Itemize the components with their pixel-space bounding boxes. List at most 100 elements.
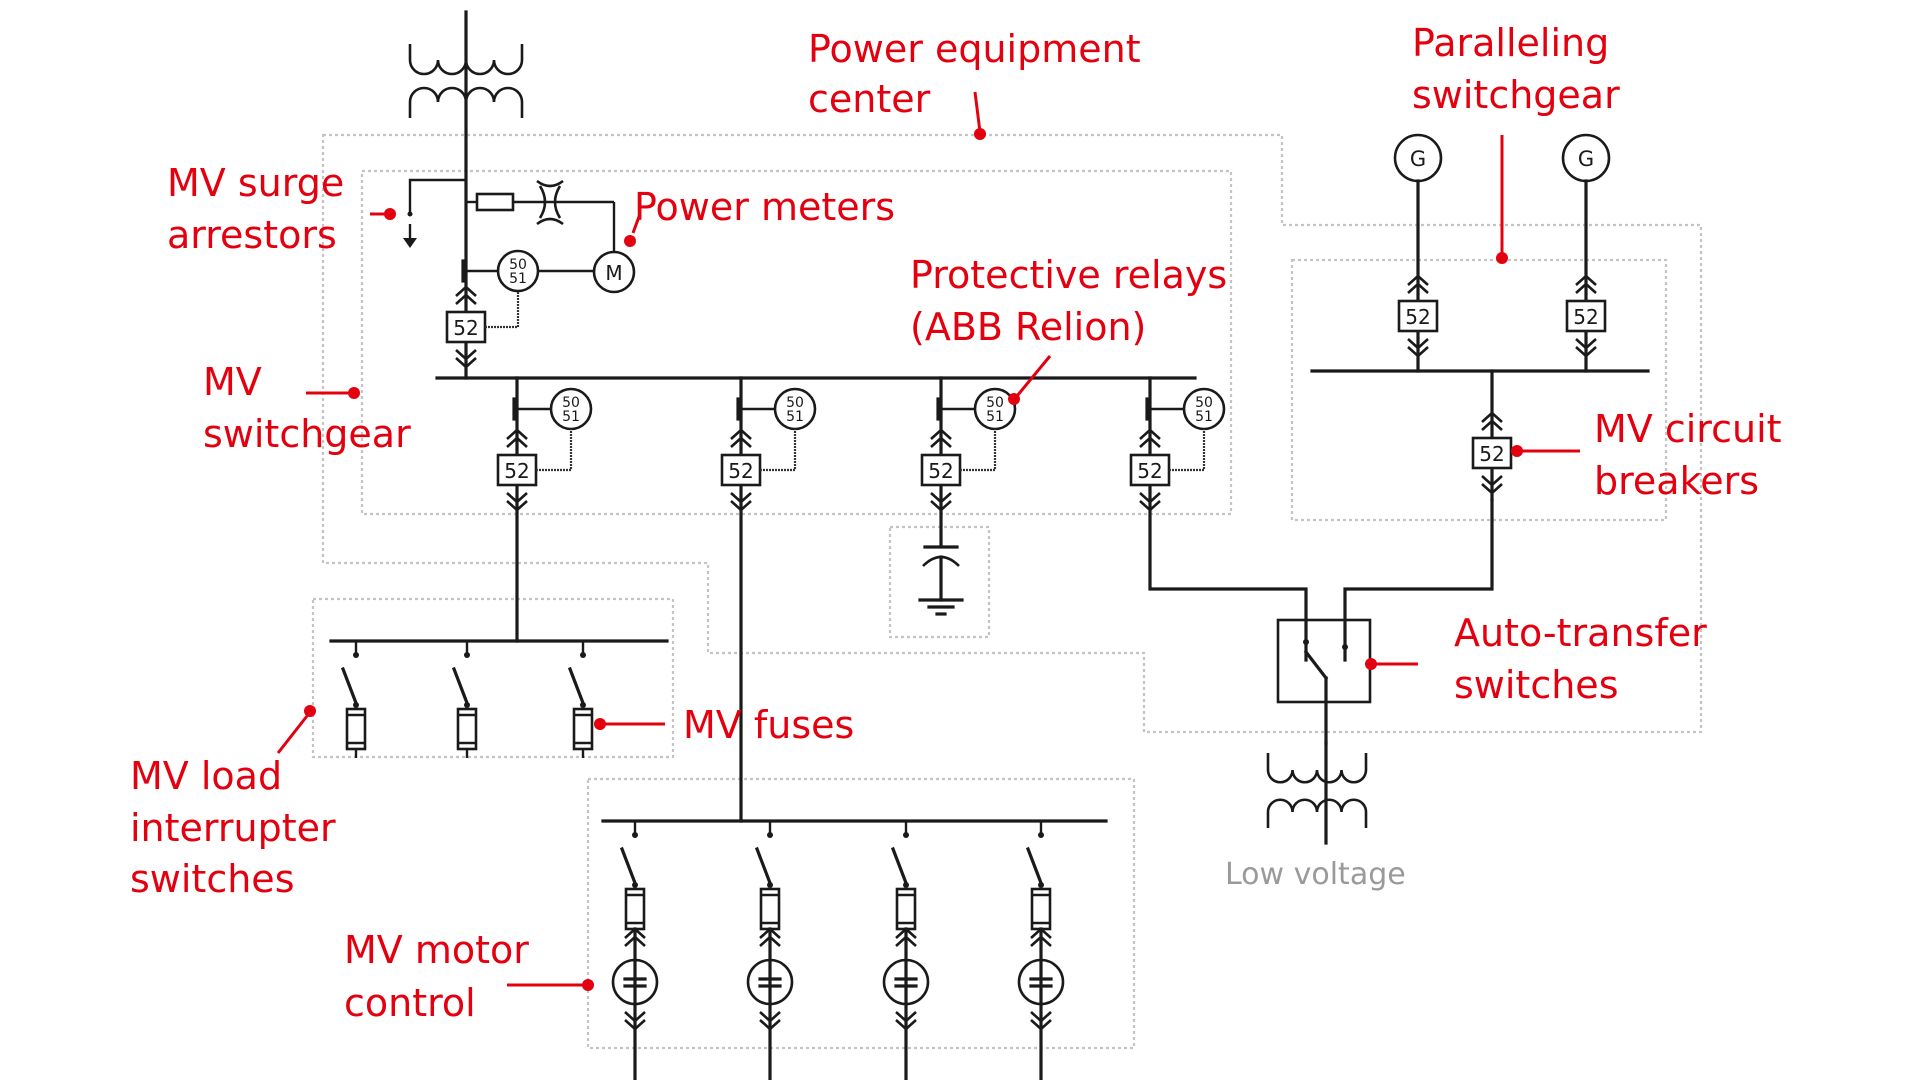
callout-leaders [276,91,1580,991]
motor-starter-3 [882,821,930,1080]
motor-starters [611,821,1065,1080]
switch-contact-icon [903,832,909,838]
equipment-boundaries [311,133,1703,1050]
breaker-code: 52 [1479,442,1504,466]
switch-contact-icon [580,652,586,658]
switch-blade-icon [754,846,773,886]
relay-code-bottom: 51 [1195,409,1213,425]
breaker-code: 52 [1573,305,1598,329]
generator-1: G 52 [1393,133,1443,373]
relay-trip-wire [960,429,997,472]
relay-code-top: 50 [562,395,580,411]
drawout-connector-down-icon [455,349,477,369]
circuit-breaker-52: 52 [720,428,762,512]
power-meter-circuit [466,179,616,273]
label-mv-surge-arrestors: MV surge arrestors [167,161,356,257]
contactor-circle-icon [882,958,930,1006]
load-interrupter-switches [340,641,594,758]
lv-transformer-primary-winding-icon [1266,753,1368,784]
load-interrupter-switch-2 [451,641,478,758]
meter-circle-icon [592,250,636,294]
generator-letter: G [1578,147,1594,171]
breaker-box-icon [720,453,762,487]
power-equipment-center-boundary [321,133,1703,734]
switch-contact-icon [353,652,359,658]
circuit-breaker-52: 52 [920,428,962,512]
switch-contact-icon [632,832,638,838]
relay-trip-wire [485,291,520,329]
motor-starter-1 [611,821,659,1080]
motor-control-boundary [586,777,1136,1050]
relay-code-bottom: 51 [986,409,1004,425]
paralleling-switchgear-boundary [1290,258,1668,522]
relay-code-top: 50 [786,395,804,411]
circuit-breaker-52: 52 [1129,428,1171,512]
contactor-circle-icon [746,958,794,1006]
label-mv-circuit-breakers: MV circuit breakers [1594,407,1794,503]
contactor-circle-icon [611,958,659,1006]
relay-trip-wire [760,429,797,472]
switch-blade-icon [451,666,470,706]
drawout-connector-up-icon [759,927,781,947]
label-protective-relays: Protective relays (ABB Relion) [910,253,1239,349]
switch-contact-icon [464,652,470,658]
drawout-connector-down-icon [1030,1011,1052,1031]
breaker-code: 52 [1137,459,1162,483]
generator-2: G 52 [1561,133,1611,373]
drawout-connector-down-icon [624,1011,646,1031]
transformer-secondary-winding-icon [408,86,524,118]
label-mv-fuses: MV fuses [683,703,854,747]
drawout-connector-down-icon [1481,475,1503,495]
breaker-box-icon [1129,453,1171,487]
relay-code-bottom: 51 [786,409,804,425]
breaker-code: 52 [1405,305,1430,329]
drawout-connector-up-icon [1139,428,1161,448]
switch-blade-icon [1025,846,1044,886]
capacitor-bank [918,498,964,616]
breaker-box-icon [1471,436,1513,470]
contactor-circle-icon [1017,958,1065,1006]
drawout-connector-down-icon [1575,338,1597,358]
breaker-code: 52 [453,316,478,340]
circuit-breaker-52: 52 [1471,411,1513,495]
label-power-meters: Power meters [634,185,895,229]
switch-blade-icon [340,666,359,706]
lv-transformer-secondary-winding-icon [1266,798,1368,828]
drawout-connector-down-icon [895,1011,917,1031]
relay-code-top: 50 [1195,395,1213,411]
breaker-box-icon [1397,299,1439,333]
label-auto-transfer-switches: Auto-transfer switches [1454,611,1719,707]
label-mv-motor-control: MV motor control [344,928,541,1025]
label-paralleling-switchgear: Paralleling switchgear [1412,21,1621,117]
drawout-connector-down-icon [1407,338,1429,358]
drawout-connector-up-icon [1030,927,1052,947]
load-interrupter-switch-3 [567,641,594,758]
drawout-connector-down-icon [759,1011,781,1031]
potential-transformer-icon [475,192,515,212]
label-mv-load-interrupter-switches: MV load interrupter switches [130,754,348,901]
circuit-breaker-52: 52 [1397,274,1439,358]
meter-letter: M [605,261,622,285]
surge-arrester [403,178,466,248]
switch-contact-icon [767,832,773,838]
breaker-box-icon [496,453,538,487]
relay-code-bottom: 51 [509,271,527,287]
paralleling-switchgear: G 52 G 52 52 [1310,133,1650,502]
generator-letter: G [1410,147,1426,171]
label-mv-switchgear: MV switchgear [203,360,411,456]
breaker-box-icon [920,453,962,487]
drawout-connector-up-icon [1481,411,1503,431]
relay-code-bottom: 51 [562,409,580,425]
drawout-connector-up-icon [895,927,917,947]
current-transformer-icon [536,179,564,226]
drawout-connector-up-icon [624,927,646,947]
relay-trip-wire [1169,429,1206,472]
drawout-connector-up-icon [1575,274,1597,294]
low-voltage-transformer [1266,741,1368,845]
